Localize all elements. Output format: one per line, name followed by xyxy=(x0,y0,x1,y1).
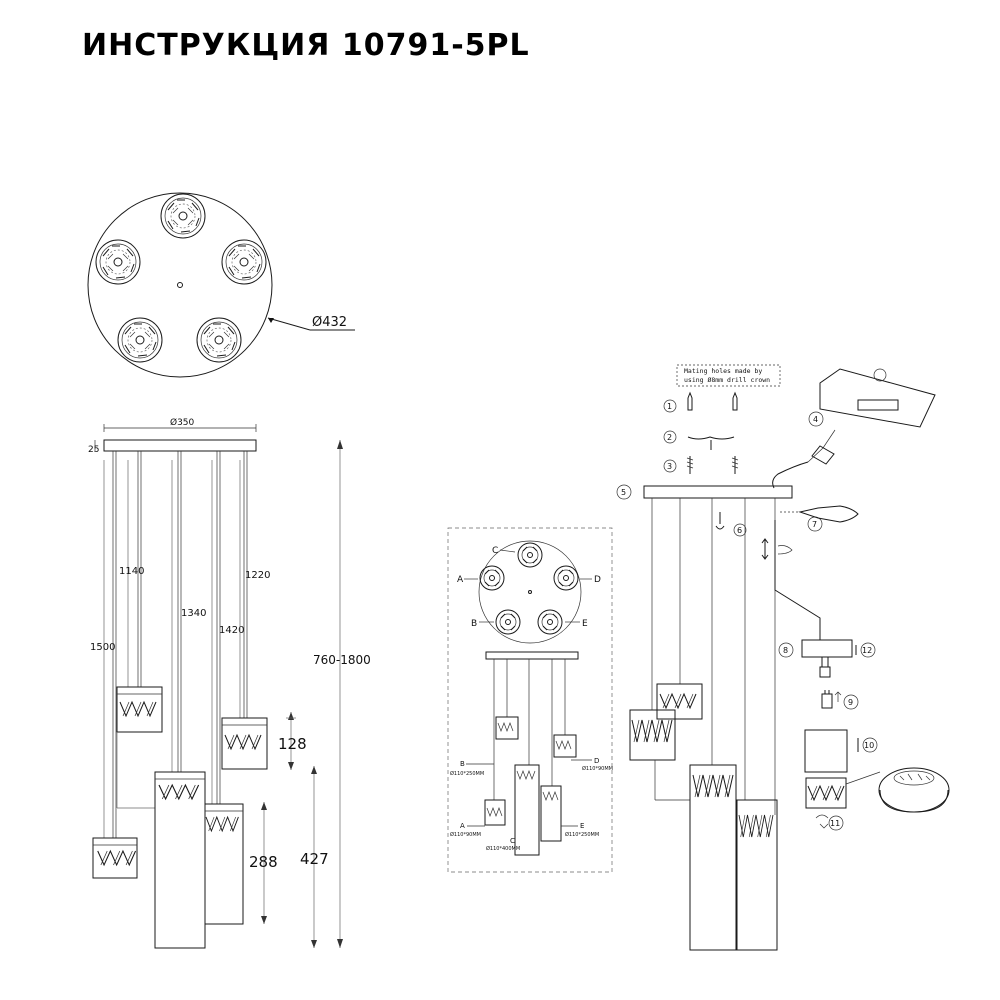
pendant-5 xyxy=(221,717,268,770)
step-7: 7 xyxy=(812,520,817,529)
assembly-view: Mating holes made by using Ø8mm drill cr… xyxy=(616,364,950,951)
shade-top-1 xyxy=(160,193,206,239)
top-view: Ø432 xyxy=(87,192,355,378)
front-view: Ø350 25 1500 1140 1340 1420 1220 xyxy=(88,417,371,949)
size-label-b: Ø110*250MM xyxy=(450,770,484,777)
size-label-a: Ø110*90MM xyxy=(450,831,481,838)
canopy-width-label: Ø350 xyxy=(170,417,195,428)
step-2: 2 xyxy=(667,433,672,442)
note-line-1: Mating holes made by xyxy=(684,367,762,375)
cable-length-5: 1220 xyxy=(245,570,270,581)
pendant-4 xyxy=(204,803,244,925)
shade-top-4 xyxy=(117,317,163,363)
assembly-pendant-2 xyxy=(656,683,703,720)
layout-label-d: D xyxy=(594,757,599,765)
step-8: 8 xyxy=(783,646,788,655)
step-6: 6 xyxy=(737,526,742,535)
step-12: 12 xyxy=(862,646,872,655)
shade-top-3 xyxy=(221,239,267,285)
pos-label-d: D xyxy=(594,575,601,585)
canopy-outline xyxy=(87,192,273,378)
pos-label-a: A xyxy=(457,575,464,585)
step-5: 5 xyxy=(621,488,626,497)
layout-view: C A D B E B Ø110*250MM D Ø110*90MM A xyxy=(447,527,613,873)
note-line-2: using Ø8mm drill crown xyxy=(684,376,770,384)
pendant-1 xyxy=(92,837,138,879)
size-label-e: Ø110*250MM xyxy=(565,831,599,838)
cable-length-2: 1140 xyxy=(119,566,144,577)
pos-label-b: B xyxy=(471,619,477,629)
assembly-pendant-1 xyxy=(629,709,690,801)
step-10: 10 xyxy=(864,741,874,750)
step-11: 11 xyxy=(830,819,840,828)
assembly-pendant-4 xyxy=(736,799,778,951)
step-1: 1 xyxy=(667,402,672,411)
cable-length-4: 1420 xyxy=(219,625,244,636)
layout-label-e: E xyxy=(580,822,584,830)
shade-top-2 xyxy=(95,239,141,285)
cable-length-1: 1500 xyxy=(90,642,115,653)
pendant-3 xyxy=(154,771,206,949)
layout-label-b: B xyxy=(460,760,465,768)
canopy-side xyxy=(103,439,257,452)
shade-top-5 xyxy=(196,317,242,363)
dim-large: 427 xyxy=(300,850,329,868)
pendant-2 xyxy=(116,686,163,809)
step-4: 4 xyxy=(813,415,818,424)
step-9: 9 xyxy=(848,698,853,707)
page-title: ИНСТРУКЦИЯ 10791-5PL xyxy=(82,28,530,63)
canopy-height-label: 25 xyxy=(88,445,99,455)
total-height-label: 760-1800 xyxy=(313,653,371,667)
layout-label-c: C xyxy=(510,837,515,845)
dim-small: 128 xyxy=(278,735,307,753)
size-label-d: Ø110*90MM xyxy=(582,765,613,772)
size-label-c: Ø110*400MM xyxy=(486,845,520,852)
diameter-label: Ø432 xyxy=(312,315,347,330)
dim-medium: 288 xyxy=(249,853,278,871)
layout-label-a: A xyxy=(460,822,465,830)
step-3: 3 xyxy=(667,462,672,471)
cable-length-3: 1340 xyxy=(181,608,206,619)
assembly-pendant-3 xyxy=(689,764,737,951)
pos-label-e: E xyxy=(582,619,588,629)
pos-label-c: C xyxy=(492,546,498,556)
